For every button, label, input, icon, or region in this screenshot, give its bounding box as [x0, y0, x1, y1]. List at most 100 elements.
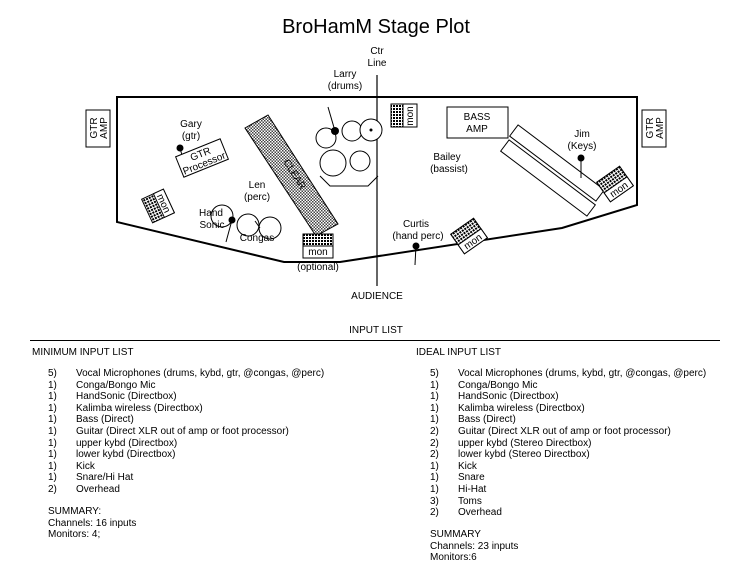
list-item-qty: 2): [430, 507, 439, 519]
ctr-line-label-1: Ctr: [370, 46, 384, 57]
gary-label-2: (gtr): [182, 131, 200, 142]
list-item-qty: 1): [48, 472, 57, 484]
list-item-qty: 2): [430, 437, 439, 449]
list-item-qty: 1): [48, 391, 57, 403]
list-item-name: HandSonic (Directbox): [458, 391, 559, 403]
svg-text:GTR: GTR: [89, 117, 100, 138]
list-item-qty: 1): [48, 379, 57, 391]
list-item-name: Bass (Direct): [458, 414, 516, 426]
list-item-name: Snare: [458, 472, 485, 484]
list-item: 1) Kick: [430, 461, 706, 473]
list-item-qty: 1): [430, 483, 439, 495]
list-item: 5)Vocal Microphones (drums, kybd, gtr, @…: [430, 368, 706, 380]
list-item-name: Bass (Direct): [76, 414, 134, 426]
list-item-qty: 1): [430, 391, 439, 403]
audience-label: AUDIENCE: [351, 291, 403, 302]
input-list-title: INPUT LIST: [349, 325, 403, 336]
list-item-name: Toms: [458, 495, 482, 507]
list-item: 1)Bass (Direct): [48, 414, 324, 426]
handsonic-label-2: Sonic: [199, 220, 224, 231]
minimum-input-list: 5)Vocal Microphones (drums, kybd, gtr, @…: [48, 368, 324, 496]
svg-text:mon: mon: [308, 247, 327, 258]
svg-text:AMP: AMP: [655, 117, 666, 139]
minimum-summary: SUMMARY: Channels: 16 inputs Monitors: 4…: [48, 506, 136, 541]
list-item-name: lower kybd (Stereo Directbox): [458, 449, 590, 461]
summary-channels: Channels: 16 inputs: [48, 517, 137, 529]
congas: [210, 204, 282, 240]
list-item: 1) Bass (Direct): [430, 414, 706, 426]
list-item-qty: 1): [48, 402, 57, 414]
list-item-name: Vocal Microphones (drums, kybd, gtr, @co…: [458, 368, 707, 379]
list-item: 1) Snare: [430, 472, 706, 484]
monitor-left: mon: [140, 188, 176, 224]
list-item-name: HandSonic (Directbox): [76, 391, 177, 403]
list-item-qty: 1): [430, 460, 439, 472]
svg-text:GTR: GTR: [645, 117, 656, 138]
summary-channels: Channels: 23 inputs: [430, 540, 519, 552]
list-item-qty: 1): [48, 437, 57, 449]
larry-label-2: (drums): [328, 81, 362, 92]
summary-monitors: Monitors: 4;: [48, 529, 101, 541]
list-item: 2)lower kybd (Stereo Directbox): [430, 449, 706, 461]
list-item-qty: 1): [48, 425, 57, 437]
list-item-qty: 2): [430, 425, 439, 437]
list-item-qty: 3): [430, 495, 439, 507]
monitor-optional: mon: [302, 233, 334, 259]
list-item: 1) upper kybd (Directbox): [48, 438, 324, 450]
jim-label-2: (Keys): [568, 141, 597, 152]
drum-monitor: mon: [390, 103, 418, 128]
list-item: 3) Toms: [430, 496, 706, 508]
keyboard-lower: [499, 139, 597, 217]
jim-mic: [577, 154, 585, 178]
divider: [30, 340, 720, 341]
list-item-name: Guitar (Direct XLR out of amp or foot pr…: [76, 425, 289, 437]
bailey-label-2: (bassist): [430, 164, 468, 175]
congas-label: Congas: [240, 233, 274, 244]
optional-label: (optional): [297, 262, 339, 273]
list-item: 1) Conga/Bongo Mic: [430, 380, 706, 392]
list-item: 1) HandSonic (Directbox): [430, 391, 706, 403]
gtr-processor: GTR Processor: [174, 138, 230, 178]
list-item: 2)Overhead: [430, 507, 706, 519]
list-item: 1)Kalimba wireless (Directbox): [430, 403, 706, 415]
list-item-name: Hi-Hat: [458, 483, 487, 495]
gary-label-1: Gary: [180, 119, 202, 130]
list-item-qty: 1): [430, 414, 439, 426]
keyboard-upper: [508, 124, 606, 202]
list-item-name: Conga/Bongo Mic: [458, 379, 538, 391]
len-mic: [225, 216, 261, 243]
list-item: 1)Kick: [48, 461, 324, 473]
svg-text:AMP: AMP: [466, 124, 488, 135]
summary-monitors: Monitors:6: [430, 552, 477, 564]
list-item-qty: 1): [48, 449, 57, 461]
curtis-label-2: (hand perc): [392, 231, 443, 242]
list-item-qty: 2): [48, 483, 57, 495]
list-item-name: Kalimba wireless (Directbox): [458, 402, 585, 414]
svg-text:AMP: AMP: [99, 117, 110, 139]
stage-plot-diagram: Ctr Line AUDIENCE GTR AMP GTR AMP BASS A…: [85, 46, 667, 302]
list-item-qty: 1): [48, 460, 57, 472]
len-label-1: Len: [249, 180, 266, 191]
ideal-summary: SUMMARY Channels: 23 inputs Monitors:6: [430, 529, 518, 564]
list-item-qty: 1): [430, 379, 439, 391]
list-item-name: Kick: [458, 460, 477, 472]
list-item: 1)Conga/Bongo Mic: [48, 380, 324, 392]
list-item: 2)upper kybd (Stereo Directbox): [430, 438, 706, 450]
larry-mic: [327, 106, 339, 135]
list-item-name: Snare/Hi Hat: [76, 472, 134, 484]
list-item-name: upper kybd (Directbox): [76, 437, 178, 449]
list-item: 2) Guitar (Direct XLR out of amp or foot …: [430, 426, 706, 438]
list-item-qty: 1): [430, 472, 439, 484]
summary-heading: SUMMARY:: [48, 506, 102, 517]
stage-outline: [116, 96, 638, 263]
list-item-name: Guitar (Direct XLR out of amp or foot pr…: [458, 425, 671, 437]
list-item: 1) Hi-Hat: [430, 484, 706, 496]
list-item: 1) Snare/Hi Hat: [48, 472, 324, 484]
gtr-amp-left: GTR AMP: [85, 109, 111, 148]
list-item-name: Vocal Microphones (drums, kybd, gtr, @co…: [76, 368, 325, 379]
drum-cymbal-center: [369, 128, 373, 132]
list-item: 5)Vocal Microphones (drums, kybd, gtr, @…: [48, 368, 324, 380]
curtis-label-1: Curtis: [403, 219, 429, 230]
clear-zone: CLEAR: [244, 114, 339, 237]
len-label-2: (perc): [244, 192, 270, 203]
